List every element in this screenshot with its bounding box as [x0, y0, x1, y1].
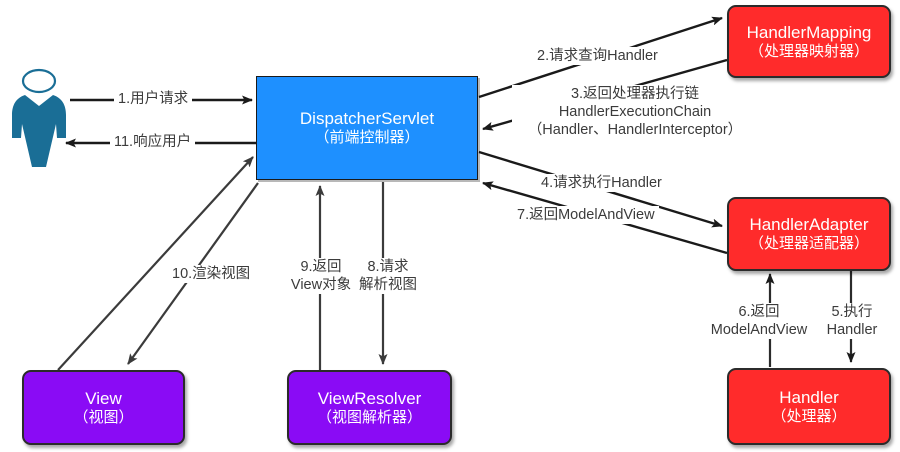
edge-9-label-line2: View对象	[290, 277, 352, 294]
edge-8-label-line1: 8.请求	[367, 259, 409, 275]
node-handler-mapping[interactable]: HandlerMapping （处理器映射器）	[727, 5, 891, 78]
node-handler-subtitle: （处理器）	[771, 407, 847, 425]
edge-4-label: 4.请求执行Handler	[537, 174, 666, 193]
node-handler-mapping-title: HandlerMapping	[746, 22, 872, 42]
edge-2-label: 2.请求查询Handler	[533, 47, 662, 66]
node-dispatcher-servlet[interactable]: DispatcherServlet （前端控制器）	[256, 76, 478, 180]
edge-10-label: 10.渲染视图	[168, 265, 255, 284]
node-dispatcher-servlet-subtitle: （前端控制器）	[314, 129, 420, 147]
node-dispatcher-servlet-title: DispatcherServlet	[299, 109, 435, 129]
edge-3-label-line1: 3.返回处理器执行链	[570, 86, 700, 102]
edge-3-label: 3.返回处理器执行链 HandlerExecutionChain （Handle…	[512, 85, 758, 140]
edge-3-label-line3: （Handler、HandlerInterceptor）	[527, 122, 743, 139]
node-handler[interactable]: Handler （处理器）	[727, 368, 891, 445]
node-view-resolver-title: ViewResolver	[317, 388, 422, 408]
node-handler-adapter-subtitle: （处理器适配器）	[748, 235, 869, 253]
node-view-resolver-subtitle: （视图解析器）	[316, 408, 422, 426]
node-view[interactable]: View （视图）	[22, 370, 185, 445]
edge-5-label: 5.执行 Handler	[812, 303, 892, 340]
edge-5-label-line1: 5.执行	[831, 304, 873, 320]
edge-11-label: 11.响应用户	[110, 133, 196, 152]
edge-5-label-line2: Handler	[826, 322, 878, 339]
node-handler-mapping-subtitle: （处理器映射器）	[748, 42, 869, 60]
edge-1-label: 1.用户请求	[114, 90, 193, 109]
node-handler-adapter-title: HandlerAdapter	[749, 215, 869, 235]
user-actor	[12, 68, 66, 167]
edge-6-label: 6.返回 ModelAndView	[704, 303, 814, 340]
node-handler-adapter[interactable]: HandlerAdapter （处理器适配器）	[727, 197, 891, 271]
edge-9-label-line1: 9.返回	[300, 259, 342, 275]
node-view-resolver[interactable]: ViewResolver （视图解析器）	[287, 370, 452, 445]
edge-9-label: 9.返回 View对象	[285, 258, 357, 295]
edge-10-return-arrow	[57, 156, 254, 371]
person-head-icon	[21, 68, 57, 94]
person-body-icon	[12, 95, 66, 167]
edge-3-label-line2: HandlerExecutionChain	[558, 104, 712, 121]
edge-7-label: 7.返回ModelAndView	[513, 206, 659, 225]
edge-8-label: 8.请求 解析视图	[355, 258, 421, 295]
edge-6-label-line2: ModelAndView	[710, 322, 808, 339]
edge-8-label-line2: 解析视图	[359, 277, 417, 294]
edge-6-label-line1: 6.返回	[738, 304, 780, 320]
node-view-subtitle: （视图）	[73, 408, 134, 426]
node-handler-title: Handler	[779, 387, 839, 407]
node-view-title: View	[85, 388, 122, 408]
